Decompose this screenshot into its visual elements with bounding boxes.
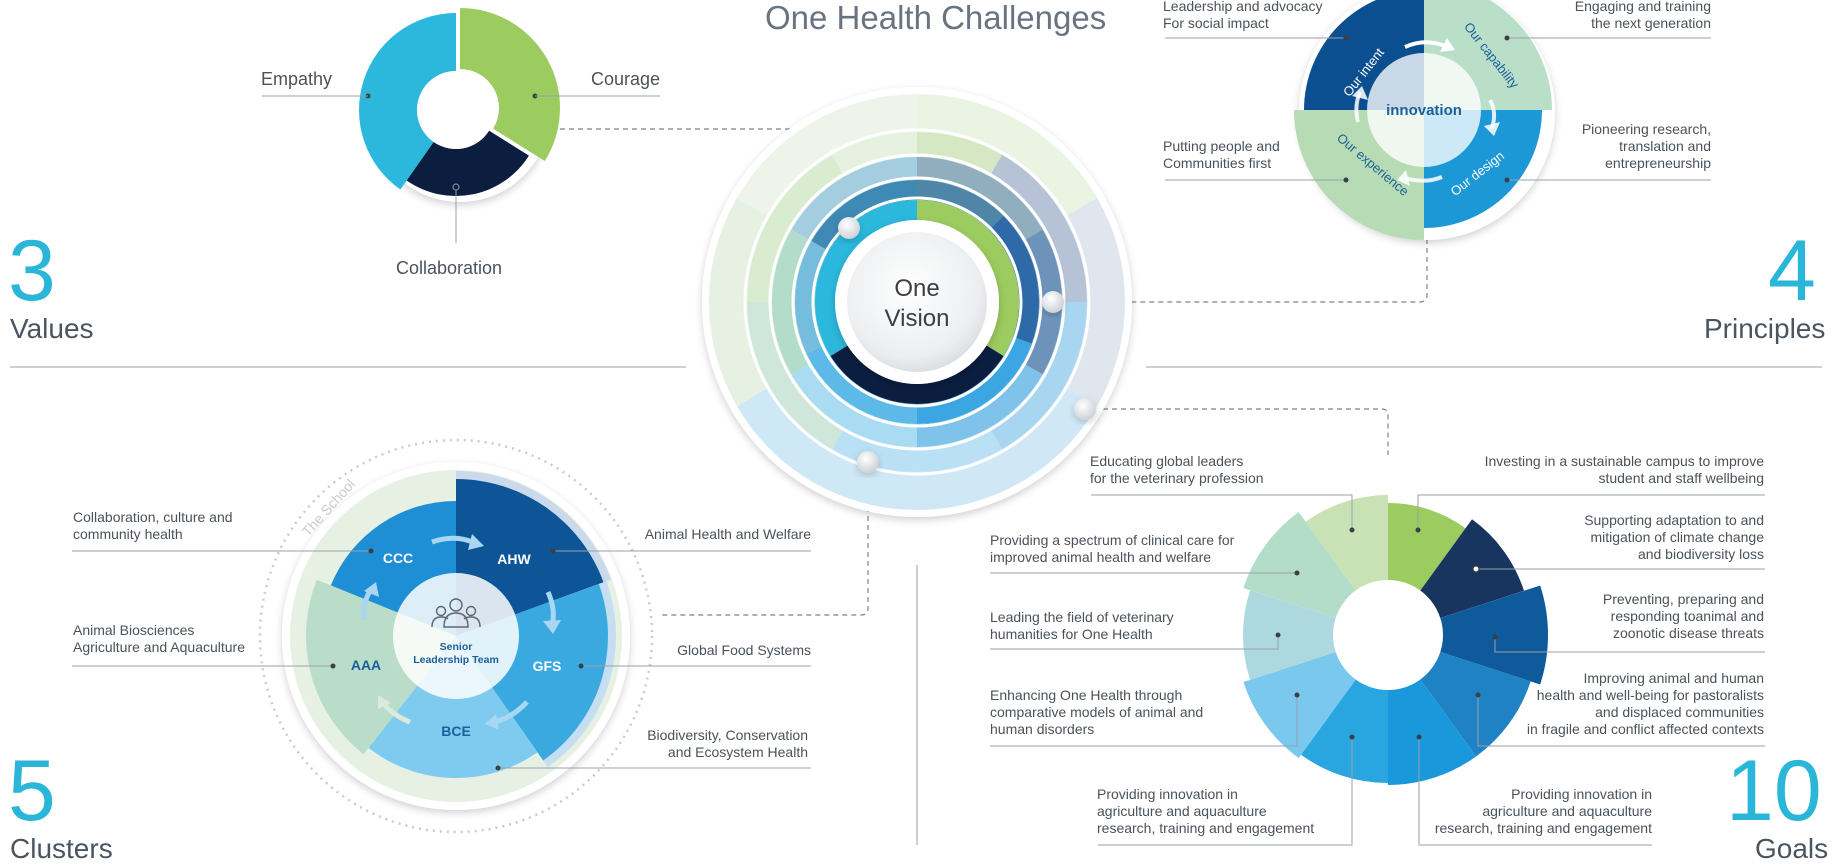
clusters-caption: Clusters — [10, 833, 113, 864]
values-number: 3 — [8, 223, 56, 319]
value-collaboration: Collaboration — [396, 258, 503, 278]
clusters-connector — [660, 462, 869, 616]
connector-bead — [1074, 398, 1096, 420]
vision-ring-core — [830, 345, 1004, 404]
goals-connector — [1085, 408, 1389, 455]
team-icon — [431, 598, 481, 628]
vision-line2: Vision — [885, 305, 950, 332]
vision-ring-3 — [917, 132, 1002, 177]
connector-bead — [838, 217, 860, 239]
value-segment-collaboration — [406, 130, 529, 196]
goals-wheel — [990, 494, 1765, 846]
value-courage: Courage — [591, 69, 661, 89]
vision-ring-1 — [917, 180, 1004, 230]
value-empathy: Empathy — [261, 69, 333, 89]
connector-bead — [1042, 291, 1064, 313]
cluster-label-gfs: Global Food Systems — [677, 642, 811, 658]
principles-number: 4 — [1768, 223, 1816, 319]
goals-number: 10 — [1726, 743, 1822, 839]
cluster-bce: BCE — [441, 723, 471, 739]
goal-label-2: Providing a spectrum of clinical care fo… — [990, 532, 1235, 565]
goal-label-6: Investing in a sustainable campus to imp… — [1484, 453, 1764, 486]
principles-connector — [1053, 230, 1428, 303]
values-caption: Values — [10, 313, 94, 344]
values-donut — [262, 8, 660, 243]
goal-segment — [1242, 590, 1388, 680]
cluster-ccc: CCC — [383, 550, 413, 566]
vision-ring-gap — [743, 128, 1091, 476]
goals-caption: Goals — [1755, 833, 1829, 864]
one-vision-wheel: One Vision — [702, 87, 1132, 517]
slt-line2: Leadership Team — [413, 654, 499, 666]
school-ring — [258, 438, 654, 834]
cluster-gfs: GFS — [533, 658, 562, 674]
principles-wheel: innovation Our intent Our capability Our… — [1165, 0, 1711, 240]
vision-ring-core — [917, 199, 1020, 357]
principles-caption: Principles — [1704, 313, 1826, 344]
cluster-aaa: AAA — [351, 657, 381, 673]
cluster-segment-bce — [368, 636, 538, 778]
vision-ring-3 — [832, 132, 917, 177]
vision-ring-1 — [989, 215, 1039, 344]
clusters-number: 5 — [8, 743, 56, 839]
value-segment-empathy — [359, 13, 456, 190]
clusters-wheel: Senior Leadership Team The School AHW GF… — [72, 438, 811, 834]
vision-ring-gap — [791, 176, 1043, 428]
goal-segment — [1388, 585, 1548, 685]
vision-line1: One — [894, 275, 939, 302]
cluster-ahw: AHW — [497, 551, 531, 567]
vision-ring-core — [814, 200, 917, 357]
vision-ring-gap — [811, 196, 1023, 408]
value-segment-courage — [460, 8, 560, 161]
cluster-label-ahw: Animal Health and Welfare — [644, 526, 811, 542]
page-title: One Health Challenges — [765, 0, 1107, 36]
slt-line1: Senior — [440, 641, 473, 653]
connector-bead — [857, 451, 879, 473]
innovation-label: innovation — [1386, 102, 1462, 119]
